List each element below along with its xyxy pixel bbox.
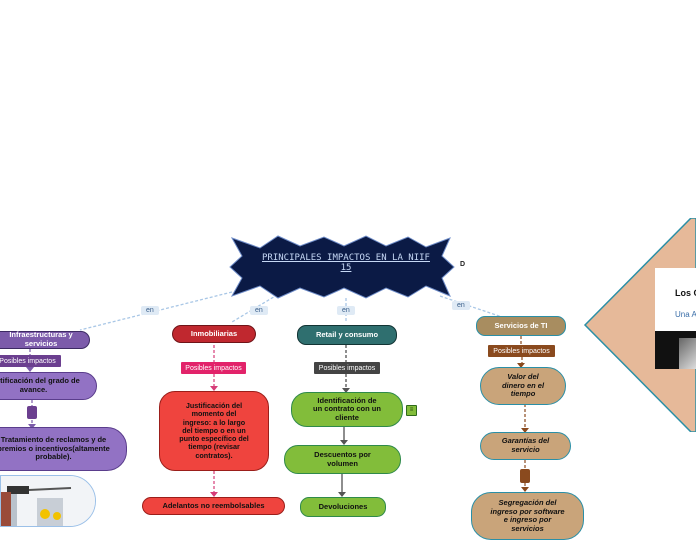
edge-center-ti	[439, 295, 506, 319]
edge-label-ti: en	[452, 301, 470, 310]
central-topic-title[interactable]: PRINCIPALES IMPACTOS EN LA NIIF 15	[262, 252, 430, 273]
ti-item-segregacion[interactable]: Segregación del ingreso por software e i…	[471, 492, 584, 540]
impact-tag-ti[interactable]: Posibles impactos	[488, 345, 555, 357]
inmob-item-momento-ingreso[interactable]: Justificación del momento del ingreso: a…	[159, 391, 269, 471]
impact-tag-inmob[interactable]: Posibles impactos	[181, 362, 246, 374]
inmob-item-adelantos[interactable]: Adelantos no reembolsables	[142, 497, 285, 515]
central-topic-shape[interactable]	[228, 234, 456, 300]
edge-center-infra	[79, 291, 233, 331]
construction-image	[1, 476, 95, 526]
impact-tag-infra[interactable]: Posibles impactos	[0, 355, 61, 367]
retail-item-descuentos[interactable]: Descuentos por volumen	[284, 445, 401, 474]
category-infraestructuras[interactable]: Infraestructuras y servicios	[0, 331, 90, 349]
central-side-letter: D	[460, 261, 466, 268]
side-image-title: Los C	[675, 288, 696, 298]
retail-item-contrato[interactable]: Identificación de un contrato con un cli…	[291, 392, 403, 427]
infra-item-reclamos[interactable]: Tratamiento de reclamos y de premios o i…	[0, 427, 127, 471]
note-icon[interactable]: ≡	[406, 405, 417, 416]
category-servicios-ti[interactable]: Servicios de TI	[476, 316, 566, 336]
ti-item-garantias[interactable]: Garantías del servicio	[480, 432, 571, 460]
infra-image-container	[0, 475, 96, 527]
connector-lines	[26, 291, 530, 497]
category-inmobiliarias[interactable]: Inmobiliarias	[172, 325, 256, 343]
impact-tag-retail[interactable]: Posibles impactos	[314, 362, 380, 374]
edge-label-inmob: en	[250, 306, 268, 315]
infra-item-grado-avance[interactable]: Justificación del grado de avance.	[0, 372, 97, 400]
side-image: Los C Una A	[655, 268, 696, 369]
category-retail[interactable]: Retail y consumo	[297, 325, 397, 345]
side-image-photo	[679, 338, 696, 369]
ti-item-valor-dinero[interactable]: Valor del dinero en el tiempo	[480, 367, 566, 405]
edge-label-retail: en	[337, 306, 355, 315]
retail-item-devoluciones[interactable]: Devoluciones	[300, 497, 386, 517]
edge-label-infra: en	[141, 306, 159, 315]
side-image-subtitle: Una A	[675, 310, 696, 319]
